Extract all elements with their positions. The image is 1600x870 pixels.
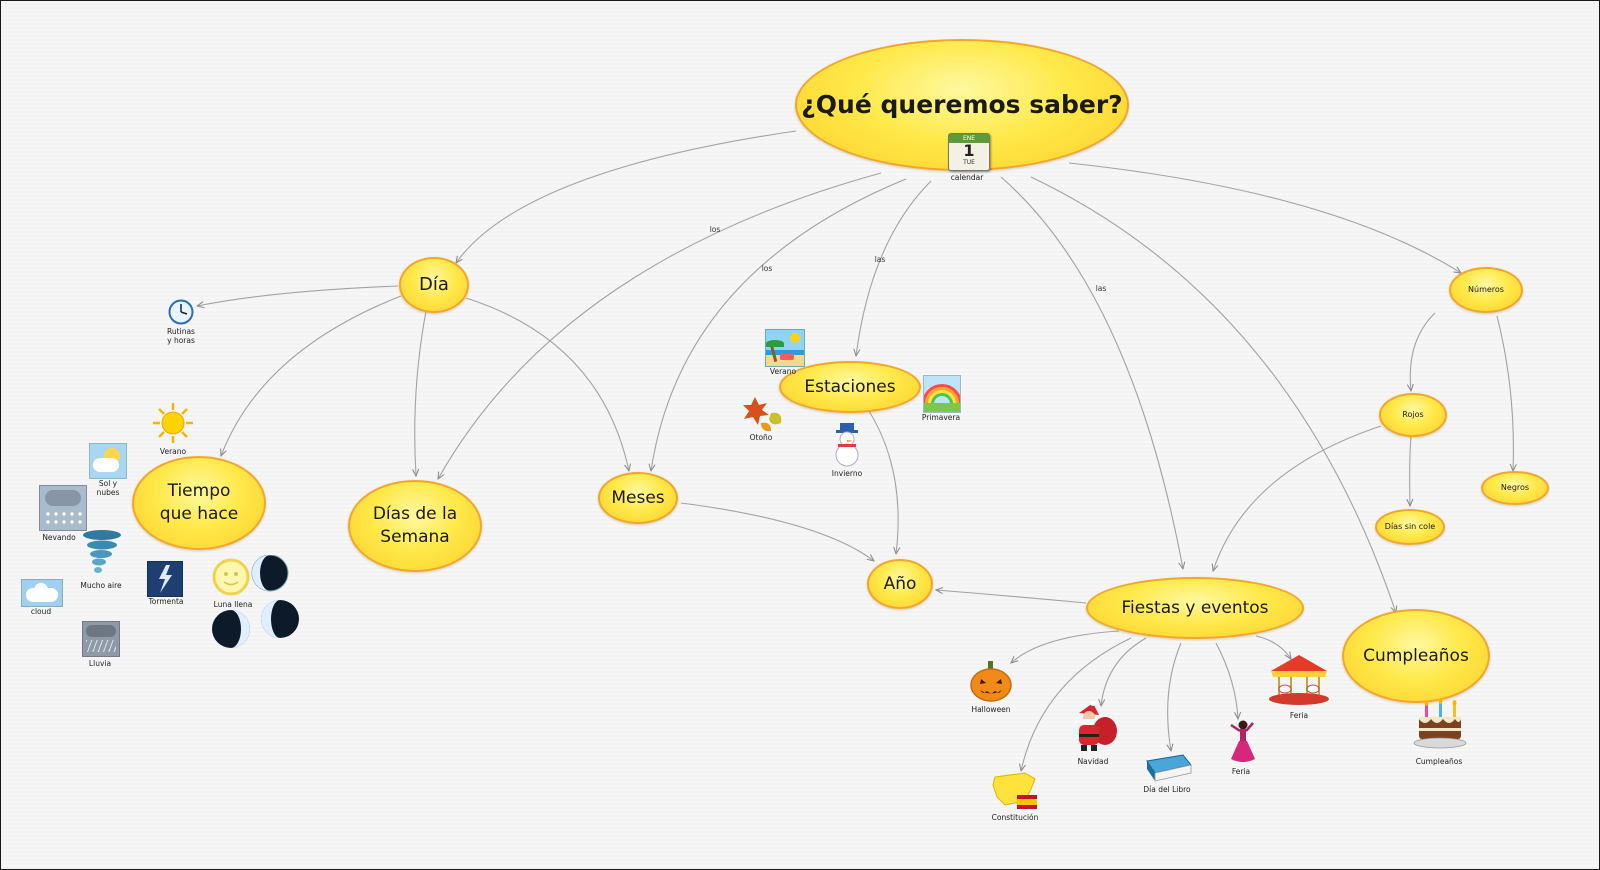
edge-root-fiestas <box>1000 176 1183 569</box>
flamenco-dancer-icon <box>1230 720 1255 762</box>
edge-fiestas-ano <box>936 590 1087 604</box>
spain-map-icon <box>992 772 1037 809</box>
edge-dia-tiempo <box>221 295 402 456</box>
edge-fiestas-constitucion <box>1021 637 1132 771</box>
icon-label-constitucion: Constitución <box>991 813 1039 822</box>
clock-icon <box>168 299 194 325</box>
edge-label-las: las <box>874 255 886 264</box>
icon-label-mucho-aire: Mucho aire <box>80 581 122 590</box>
icon-label-sol-nubes: Sol y nubes <box>96 479 120 498</box>
icon-label-rutinas: Rutinas y horas <box>167 327 195 346</box>
carousel-icon <box>1269 655 1329 705</box>
edge-dia-rutinas <box>197 285 399 306</box>
icon-label-nevando: Nevando <box>42 533 76 542</box>
edge-numeros-negros <box>1496 315 1513 471</box>
book-icon <box>1146 754 1192 782</box>
edge-dia-meses <box>465 297 629 471</box>
node-fiestas-y-eventos[interactable]: Fiestas y eventos <box>1086 577 1304 639</box>
edge-root-dia <box>456 130 797 263</box>
edge-fiestas-feria2 <box>1255 635 1291 659</box>
autumn-leaves-icon <box>743 397 782 432</box>
snowman-icon <box>835 423 859 467</box>
icon-label-cloud: cloud <box>30 607 52 616</box>
icon-label-otono: Otoño <box>749 433 773 442</box>
edge-estaciones-ano <box>868 410 898 554</box>
edge-root-semana <box>438 172 882 479</box>
edge-fiestas-libro <box>1168 642 1182 751</box>
edge-label-los: los <box>709 225 721 234</box>
birthday-cake-icon <box>1413 698 1467 749</box>
edge-root-estaciones <box>856 180 932 356</box>
node-estaciones[interactable]: Estaciones <box>779 361 921 413</box>
snow-cloud-icon <box>39 485 87 531</box>
edge-meses-ano <box>680 502 874 561</box>
icon-label-luna-llena: Luna llena <box>213 600 253 609</box>
edge-rojos-sincole <box>1410 435 1411 506</box>
icon-label-verano: Verano <box>159 447 187 456</box>
edge-numeros-rojos <box>1410 312 1436 391</box>
edge-rojos-fiestas <box>1213 425 1382 571</box>
icon-label-navidad: Navidad <box>1077 757 1109 766</box>
node-meses[interactable]: Meses <box>598 472 678 524</box>
moon-phases-icon <box>212 555 299 648</box>
edge-root-meses <box>651 178 907 471</box>
calendar-icon: ENE 1 TUE <box>948 133 990 177</box>
edge-fiestas-feria1 <box>1215 642 1238 719</box>
cloud-icon <box>21 579 63 607</box>
node-dias-de-la-semana[interactable]: Días de la Semana <box>348 480 482 572</box>
edge-label-las: las <box>1095 284 1107 293</box>
icon-label-feria: Feria <box>1231 767 1251 776</box>
node-cumpleanos[interactable]: Cumpleaños <box>1342 609 1490 703</box>
lightning-icon <box>147 561 183 597</box>
tornado-icon <box>83 530 121 573</box>
node-rojos[interactable]: Rojos <box>1379 393 1447 437</box>
icon-label-tormenta: Tormenta <box>148 597 184 606</box>
node-dias-sin-cole[interactable]: Días sin cole <box>1375 509 1445 545</box>
santa-icon <box>1079 701 1117 751</box>
sun-cloud-icon <box>89 443 127 479</box>
icon-label-cumpleanos: Cumpleaños <box>1415 757 1463 766</box>
node-negros[interactable]: Negros <box>1481 471 1549 505</box>
icon-label-primavera: Primavera <box>921 413 961 422</box>
edge-label-los: los <box>761 264 773 273</box>
rainbow-icon <box>923 375 961 413</box>
edge-fiestas-halloween <box>1011 630 1120 663</box>
icon-label-halloween: Halloween <box>971 705 1011 714</box>
icon-label-feria: Feria <box>1289 711 1309 720</box>
icon-label-verano: Verano <box>769 367 797 376</box>
edge-dia-semana <box>415 310 427 476</box>
edge-root-cumple <box>1030 176 1396 613</box>
edge-fiestas-navidad <box>1101 637 1147 706</box>
node-tiempo-que-hace[interactable]: Tiempo que hace <box>132 456 266 550</box>
icon-label-lluvia: Lluvia <box>88 659 112 668</box>
node-root-question[interactable]: ¿Qué queremos saber? <box>795 39 1129 171</box>
icon-label-dia-del-libro: Día del Libro <box>1143 785 1191 794</box>
node-numeros[interactable]: Números <box>1449 267 1523 313</box>
edge-root-numeros <box>1068 162 1461 273</box>
icon-label-invierno: Invierno <box>831 469 863 478</box>
sun-icon <box>153 403 193 443</box>
icon-label-calendar: calendar <box>950 173 984 182</box>
node-dia[interactable]: Día <box>399 257 469 313</box>
node-ano[interactable]: Año <box>867 559 933 609</box>
beach-icon <box>765 329 805 367</box>
rain-icon <box>82 621 120 657</box>
pumpkin-icon <box>970 661 1012 702</box>
